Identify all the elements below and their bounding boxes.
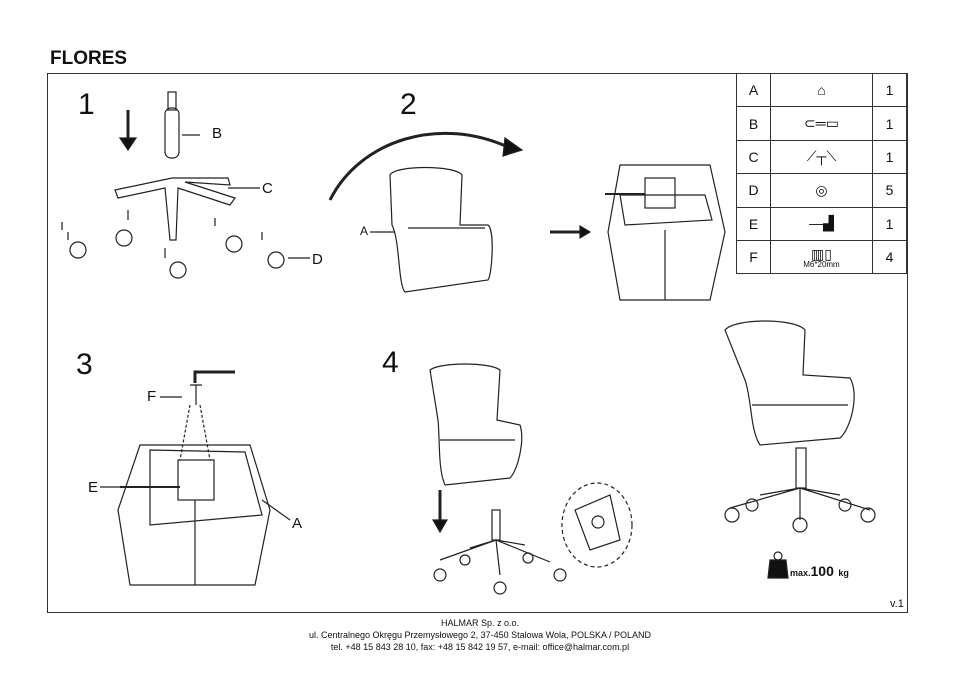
step-number-3: 3 bbox=[76, 348, 93, 381]
footer-company: HALMAR Sp. z o.o. bbox=[440, 618, 520, 628]
mechanism-icon: —▟ bbox=[770, 206, 873, 241]
part-qty: 1 bbox=[872, 106, 907, 141]
instruction-frame bbox=[47, 73, 908, 613]
chair-seat-icon: ⌂ bbox=[770, 72, 873, 108]
part-letter: F bbox=[736, 239, 771, 275]
step2-drawing bbox=[328, 131, 726, 301]
max-load-unit: kg bbox=[838, 568, 849, 578]
part-letter: C bbox=[736, 139, 771, 175]
gas-lift-icon: ⊂═▭ bbox=[770, 106, 873, 141]
product-title: FLORES bbox=[50, 48, 128, 69]
label-f: F bbox=[147, 388, 157, 405]
screw-size: M6*20mm bbox=[803, 259, 840, 269]
star-base-icon: ⟋┬⟍ bbox=[770, 139, 873, 175]
part-letter: B bbox=[736, 106, 771, 141]
part-qty: 1 bbox=[872, 139, 907, 175]
assembled-chair-drawing bbox=[724, 320, 876, 579]
part-qty: 4 bbox=[872, 239, 907, 275]
max-load-prefix: max. bbox=[790, 568, 811, 578]
label-a: A bbox=[360, 224, 369, 238]
footer-address: ul. Centralnego Okręgu Przemysłowego 2, … bbox=[308, 630, 651, 640]
part-letter: E bbox=[736, 206, 771, 241]
label-a-step3: A bbox=[292, 515, 303, 532]
table-row: D◎5 bbox=[736, 173, 907, 208]
label-d: D bbox=[312, 251, 323, 268]
step3-drawing bbox=[100, 370, 291, 586]
footer-contact: tel. +48 15 843 28 10, fax: +48 15 842 1… bbox=[330, 642, 630, 652]
max-load-value: 100 bbox=[810, 563, 834, 579]
label-e: E bbox=[88, 479, 99, 496]
table-row: F ▥▯M6*20mm 4 bbox=[736, 239, 907, 275]
step-number-1: 1 bbox=[78, 88, 95, 121]
footer: HALMAR Sp. z o.o. ul. Centralnego Okręgu… bbox=[0, 617, 960, 653]
part-letter: A bbox=[736, 72, 771, 108]
table-row: C⟋┬⟍1 bbox=[736, 139, 907, 175]
table-row: B⊂═▭1 bbox=[736, 106, 907, 141]
label-b: B bbox=[212, 125, 223, 142]
step1-drawing bbox=[61, 91, 310, 279]
part-qty: 5 bbox=[872, 173, 907, 208]
step-number-2: 2 bbox=[400, 88, 417, 121]
version: v.1 bbox=[890, 598, 904, 610]
step-number-4: 4 bbox=[382, 346, 399, 379]
part-qty: 1 bbox=[872, 72, 907, 108]
max-load: max.100 kg bbox=[790, 563, 849, 581]
caster-icon: ◎ bbox=[770, 173, 873, 208]
table-row: A⌂1 bbox=[736, 72, 907, 108]
step4-drawing bbox=[429, 363, 633, 595]
table-row: E—▟1 bbox=[736, 206, 907, 241]
part-qty: 1 bbox=[872, 206, 907, 241]
part-letter: D bbox=[736, 173, 771, 208]
label-c: C bbox=[262, 180, 273, 197]
screw-icon: ▥▯ bbox=[811, 245, 832, 262]
